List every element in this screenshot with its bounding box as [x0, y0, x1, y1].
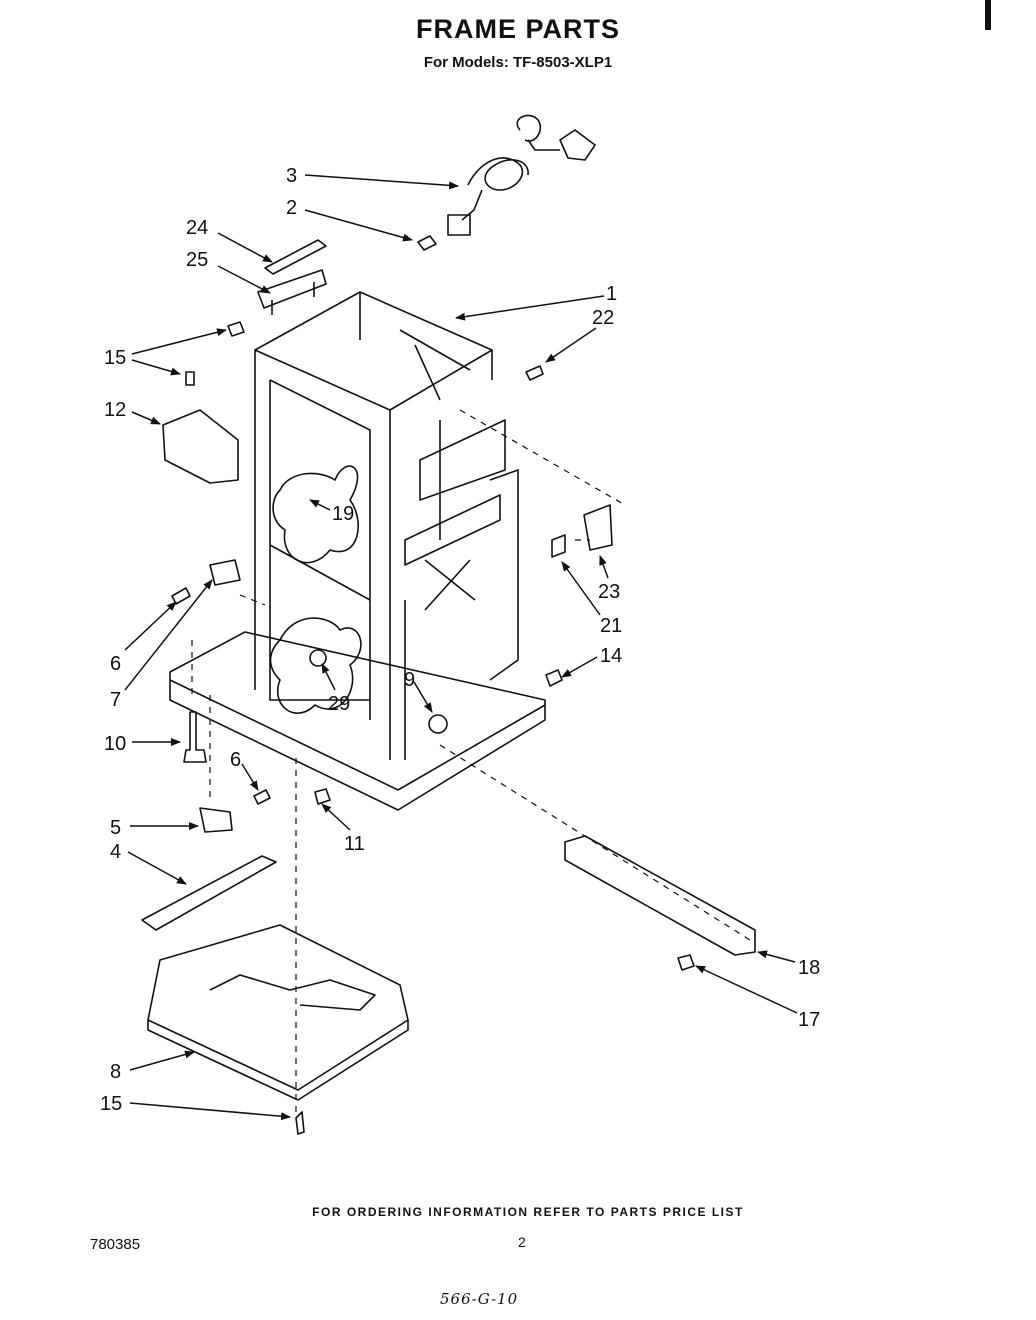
- handwritten-note: 566-G-10: [440, 1290, 519, 1308]
- callout-7: 7: [110, 689, 121, 711]
- callout-15-bottom: 15: [100, 1093, 122, 1115]
- callout-6-upper: 6: [110, 653, 121, 675]
- callout-5: 5: [110, 817, 121, 839]
- document-number: 780385: [90, 1236, 141, 1253]
- callout-12: 12: [104, 399, 126, 421]
- rail-part-18: [564, 835, 756, 956]
- callout-24: 24: [186, 217, 208, 239]
- bracket-part-25: [257, 269, 327, 315]
- page-edge-mark: [985, 0, 991, 30]
- clip-part-15b: [295, 1111, 305, 1135]
- callout-18: 18: [798, 957, 820, 979]
- models-subtitle: For Models: TF-8503-XLP1: [423, 54, 613, 71]
- callout-4: 4: [110, 841, 121, 863]
- callout-25: 25: [186, 249, 208, 271]
- callout-19: 19: [332, 503, 354, 525]
- switch-part-7: [209, 559, 241, 586]
- screw-part-6a: [171, 587, 191, 605]
- nut-part-14: [545, 669, 563, 687]
- switch-part-23: [583, 504, 613, 551]
- callout-2: 2: [286, 197, 297, 219]
- callout-23: 23: [598, 581, 620, 603]
- bracket-part-21: [551, 534, 566, 558]
- strip-part-24: [264, 239, 327, 275]
- page-title: FRAME PARTS: [416, 14, 620, 44]
- callout-9: 9: [404, 669, 415, 691]
- frame-tower-part: [254, 291, 519, 760]
- base-plate: [169, 631, 546, 811]
- callout-10: 10: [104, 733, 126, 755]
- callout-29: 29: [328, 693, 350, 715]
- callout-3: 3: [286, 165, 297, 187]
- fan-blade-part-19: [272, 465, 359, 564]
- callout-14: 14: [600, 645, 622, 667]
- thermostat-part-9: [428, 714, 448, 734]
- callout-17: 17: [798, 1009, 820, 1031]
- gasket-part-4: [141, 855, 277, 931]
- screw-part-17: [677, 954, 695, 971]
- page-number: 2: [518, 1234, 526, 1250]
- screw-part-2: [417, 235, 437, 251]
- callout-8: 8: [110, 1061, 121, 1083]
- nut-part-11: [314, 788, 331, 805]
- screw-part-22: [525, 365, 544, 381]
- callout-1: 1: [606, 283, 617, 305]
- switch-part-5: [199, 807, 233, 833]
- fan-blade-part-29: [269, 617, 362, 714]
- callout-6-lower: 6: [230, 749, 241, 771]
- screw-part-15a: [185, 371, 195, 386]
- callout-11: 11: [344, 833, 365, 855]
- leg-part-10: [183, 711, 207, 763]
- screw-part-6b: [253, 789, 271, 805]
- shield-part-12: [162, 409, 239, 484]
- ordering-info-footer: FOR ORDERING INFORMATION REFER TO PARTS …: [312, 1205, 744, 1219]
- power-cord-part: [447, 114, 596, 236]
- tray-part-8: [147, 924, 409, 1091]
- callout-15-top: 15: [104, 347, 126, 369]
- callout-22: 22: [592, 307, 614, 329]
- callout-21: 21: [600, 615, 622, 637]
